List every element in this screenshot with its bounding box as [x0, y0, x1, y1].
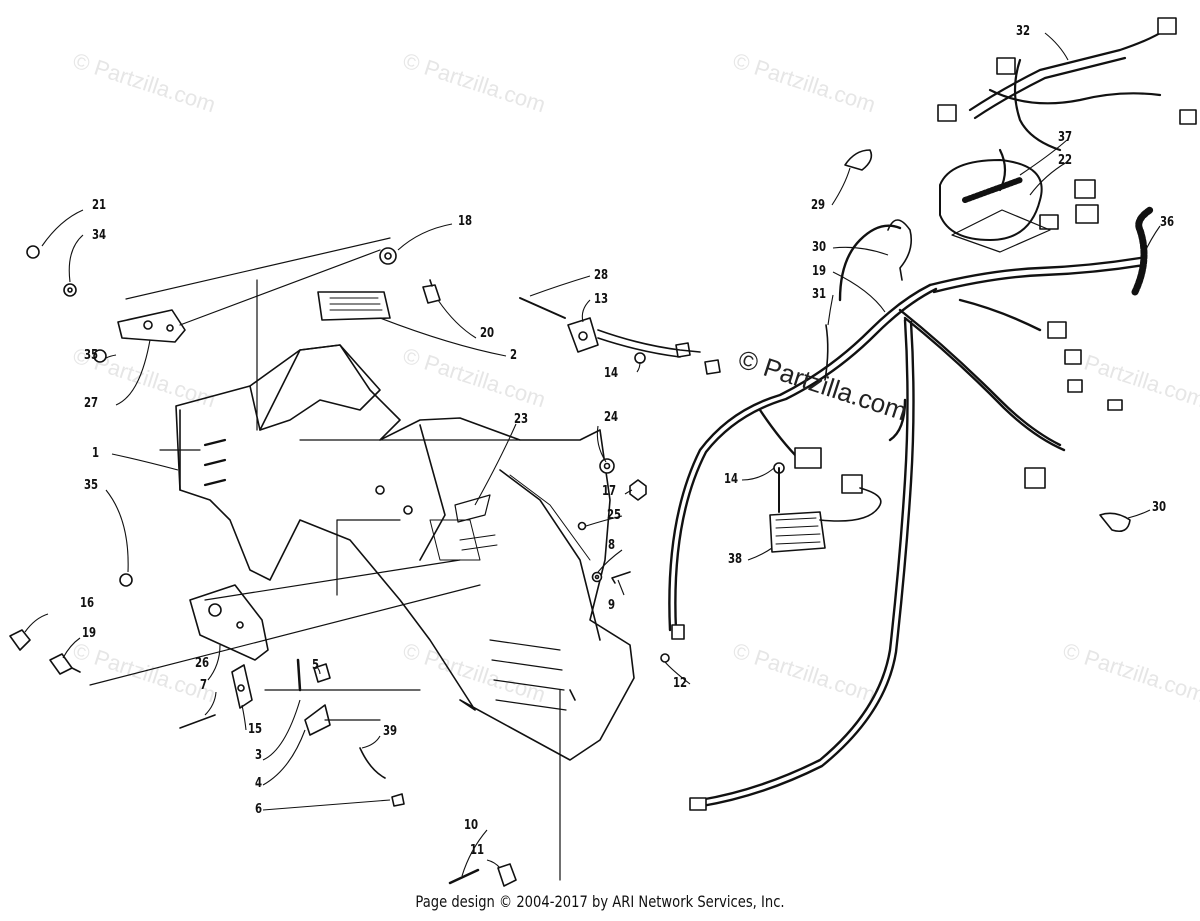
- part-39-ground-wire: [359, 747, 386, 779]
- assembly-lines: [89, 237, 561, 881]
- callout-27[interactable]: 26: [195, 656, 210, 671]
- callout-23[interactable]: 22: [1058, 153, 1073, 168]
- harness-connectors: [671, 17, 1197, 811]
- callout-11[interactable]: 11: [470, 843, 485, 858]
- small-fasteners: [26, 245, 785, 663]
- part-19-bulb: [49, 653, 81, 675]
- callout-24[interactable]: 23: [514, 412, 529, 427]
- callout-3[interactable]: 3: [255, 748, 263, 763]
- part-6-screw: [391, 793, 405, 807]
- part-20-wiring-harness: [668, 224, 1146, 808]
- callout-5[interactable]: 5: [312, 658, 320, 673]
- callout-37[interactable]: 37: [1058, 130, 1073, 145]
- callout-36[interactable]: 36: [1160, 215, 1175, 230]
- callout-34[interactable]: 34: [92, 228, 107, 243]
- part-10-screw: [448, 868, 480, 885]
- connector: [704, 359, 721, 375]
- callout-26[interactable]: 25: [607, 508, 622, 523]
- callout-14[interactable]: 14: [724, 472, 739, 487]
- callout-30[interactable]: 30: [1152, 500, 1167, 515]
- callout-35[interactable]: 35: [84, 478, 99, 493]
- part-15-plate: [231, 664, 253, 709]
- callout-17[interactable]: 17: [602, 484, 617, 499]
- callout-22[interactable]: 21: [92, 198, 107, 213]
- part-28-bracket: [117, 309, 186, 343]
- callout-19[interactable]: 19: [82, 626, 97, 641]
- copyright-footer: Page design © 2004-2017 by ARI Network S…: [415, 892, 785, 911]
- callout-7[interactable]: 7: [200, 678, 208, 693]
- part-38-regulator: [769, 467, 882, 553]
- part-30-terminal: [1099, 512, 1131, 533]
- callout-14[interactable]: 14: [604, 366, 619, 381]
- callout-1[interactable]: 1: [92, 446, 100, 461]
- callout-9[interactable]: 9: [608, 598, 616, 613]
- callout-38[interactable]: 38: [728, 552, 743, 567]
- callout-20[interactable]: 19: [812, 264, 827, 279]
- part-30-terminal: [844, 149, 873, 171]
- callout-12[interactable]: 12: [673, 676, 688, 691]
- part-7-wire: [179, 714, 216, 729]
- callout-35[interactable]: 35: [84, 348, 99, 363]
- callout-28[interactable]: 27: [84, 396, 99, 411]
- part-3-screw: [296, 658, 302, 692]
- part-2-panel: [317, 291, 391, 321]
- part-37-23-bundle: [939, 159, 1051, 253]
- part-36-conduit: [1131, 206, 1154, 296]
- callout-30[interactable]: 29: [811, 198, 826, 213]
- callout-18[interactable]: 18: [458, 214, 473, 229]
- part-21-switch: [422, 279, 441, 304]
- callout-16[interactable]: 16: [80, 596, 95, 611]
- callout-21[interactable]: 20: [480, 326, 495, 341]
- callout-10[interactable]: 10: [464, 818, 479, 833]
- part-33-upper-harness: [968, 28, 1167, 192]
- part-27-bracket: [189, 584, 269, 661]
- callout-32[interactable]: 31: [812, 287, 827, 302]
- callout-39[interactable]: 39: [383, 724, 398, 739]
- callout-25[interactable]: 24: [604, 410, 619, 425]
- callout-6[interactable]: 6: [255, 802, 263, 817]
- callout-33[interactable]: 32: [1016, 24, 1031, 39]
- part-16-socket: [9, 629, 31, 651]
- callout-15[interactable]: 15: [248, 722, 263, 737]
- part-31-wire: [887, 219, 913, 281]
- part-9-screw: [611, 571, 631, 584]
- callout-8[interactable]: 8: [608, 538, 616, 553]
- callout-4[interactable]: 4: [255, 776, 263, 791]
- callout-31[interactable]: 30: [812, 240, 827, 255]
- callout-13[interactable]: 13: [594, 292, 609, 307]
- part-11-clip: [497, 863, 517, 887]
- part-32-wire: [824, 324, 829, 381]
- callout-29[interactable]: 28: [594, 268, 609, 283]
- callout-2[interactable]: 2: [510, 348, 518, 363]
- part-5-clip: [313, 663, 331, 683]
- part-4-bracket: [304, 704, 331, 736]
- connector: [675, 342, 691, 358]
- part-1-console: [175, 344, 635, 761]
